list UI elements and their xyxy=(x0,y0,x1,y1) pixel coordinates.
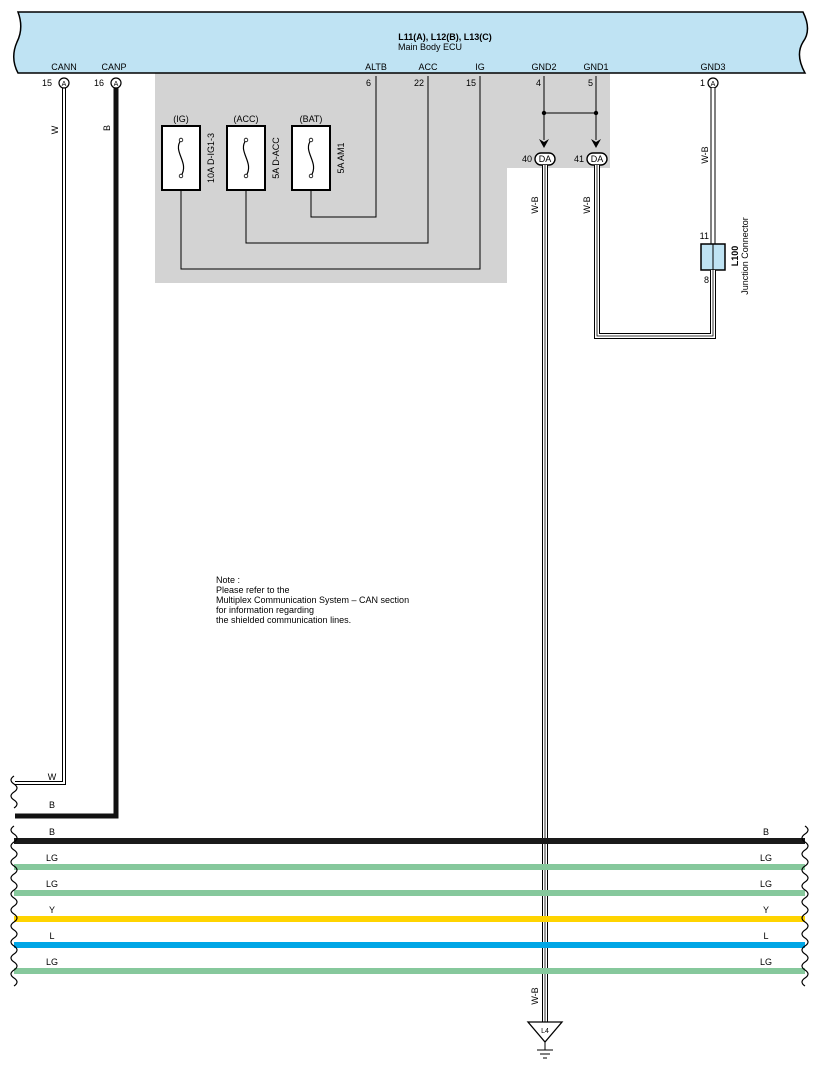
arrow-da-41 xyxy=(591,139,601,148)
left-break-marks xyxy=(10,775,18,987)
note-block: Note : Please refer to the Multiplex Com… xyxy=(216,575,409,625)
bus-wire-2-label-left: LG xyxy=(46,853,58,863)
da-connector-41: DA 41 xyxy=(574,152,608,166)
da-connector-41-label: DA xyxy=(591,154,604,164)
da-connector-40-label: DA xyxy=(539,154,552,164)
bus-wire-5-label-right: L xyxy=(763,931,768,941)
ecu-body: L11(A), L12(B), L13(C) Main Body ECU xyxy=(13,11,809,74)
fuse-acc-circuit: (ACC) xyxy=(234,114,259,124)
gnd-bridge xyxy=(543,76,597,140)
canp-wire-color-label: B xyxy=(102,125,112,131)
note-line-2: Please refer to the xyxy=(216,585,290,595)
canp-wire xyxy=(15,88,119,819)
left-wire-label-w: W xyxy=(48,772,57,782)
connector-a-cann: A xyxy=(58,77,70,89)
note-line-4: for information regarding xyxy=(216,605,314,615)
bus-wire-6-label-right: LG xyxy=(760,957,772,967)
junction-connector-l100: 11 8 L100 Junction Connector xyxy=(700,217,750,295)
bus-wire-3-label-right: LG xyxy=(760,879,772,889)
pin-number-gnd1: 5 xyxy=(588,78,593,88)
junction-id: L100 xyxy=(730,246,740,267)
da-connector-40: DA 40 xyxy=(522,152,556,166)
bus-wire-5-label-left: L xyxy=(49,931,54,941)
cann-wire-color-label: W xyxy=(50,125,60,134)
note-line-3: Multiplex Communication System – CAN sec… xyxy=(216,595,409,605)
fuse-wires xyxy=(180,76,481,270)
junction-pin-bottom: 8 xyxy=(704,275,709,285)
junction-pin-top: 11 xyxy=(700,231,709,241)
bus-wire-4-label-left: Y xyxy=(49,905,55,915)
gnd2-wire-color-label: W-B xyxy=(530,196,540,213)
ecu-pin-numbers: 15 16 6 22 15 4 5 1 xyxy=(42,78,705,88)
ecu-connectors-label: L11(A), L12(B), L13(C) xyxy=(398,32,492,42)
fuse-acc-rating: 5A D-ACC xyxy=(271,137,281,179)
bus-wires: B B LG LG LG LG Y Y L L LG LG xyxy=(14,827,805,974)
arrow-da-40 xyxy=(539,139,549,148)
gnd-bridge-junction-right xyxy=(593,110,599,116)
pin-name-cann: CANN xyxy=(51,62,77,72)
left-wire-label-b: B xyxy=(49,800,55,810)
fuse-bat: (BAT) 5A AM1 xyxy=(291,114,346,191)
connector-a-gnd3-label: A xyxy=(711,81,716,88)
bus-wire-1-label-left: B xyxy=(49,827,55,837)
note-line-1: Note : xyxy=(216,575,240,585)
right-break-marks xyxy=(801,825,809,987)
gnd1-wire xyxy=(594,165,716,339)
connector-a-canp-label: A xyxy=(114,81,119,88)
pin-name-ig: IG xyxy=(475,62,485,72)
ecu-name-label: Main Body ECU xyxy=(398,42,462,52)
pin-name-gnd1: GND1 xyxy=(583,62,608,72)
gnd-bridge-junction-left xyxy=(541,110,547,116)
bus-wire-4-label-right: Y xyxy=(763,905,769,915)
power-shade-area xyxy=(155,70,610,283)
ecu-pin-labels: CANN CANP ALTB ACC IG GND2 GND1 GND3 xyxy=(51,62,725,72)
fuse-bat-rating: 5A AM1 xyxy=(336,142,346,173)
bus-wire-6-label-left: LG xyxy=(46,957,58,967)
fuse-ig-rating: 10A D-IG1-3 xyxy=(206,133,216,183)
pin-number-gnd3: 1 xyxy=(700,78,705,88)
connector-a-canp: A xyxy=(110,77,122,89)
pin-number-ig: 15 xyxy=(466,78,476,88)
pin-number-gnd2: 4 xyxy=(536,78,541,88)
pin-number-cann: 15 xyxy=(42,78,52,88)
gnd1-wire-color-label: W-B xyxy=(582,196,592,213)
ground-wire-color-label: W-B xyxy=(530,987,540,1004)
da-connector-41-pin: 41 xyxy=(574,154,584,164)
ground-label: L4 xyxy=(541,1028,549,1035)
gnd3-wire-color-label: W-B xyxy=(700,146,710,163)
connector-a-cann-label: A xyxy=(62,81,67,88)
da-connector-40-pin: 40 xyxy=(522,154,532,164)
pin-name-gnd2: GND2 xyxy=(531,62,556,72)
fuse-bat-circuit: (BAT) xyxy=(300,114,323,124)
connector-a-gnd3: A xyxy=(707,77,719,89)
bus-wire-2-label-right: LG xyxy=(760,853,772,863)
pin-name-acc: ACC xyxy=(418,62,438,72)
bus-wire-3-label-left: LG xyxy=(46,879,58,889)
pin-number-canp: 16 xyxy=(94,78,104,88)
fuse-ig: (IG) 10A D-IG1-3 xyxy=(161,114,216,191)
fuse-acc: (ACC) 5A D-ACC xyxy=(226,114,281,191)
cann-wire xyxy=(15,88,66,785)
note-line-5: the shielded communication lines. xyxy=(216,615,351,625)
fuse-ig-circuit: (IG) xyxy=(173,114,189,124)
pin-name-gnd3: GND3 xyxy=(700,62,725,72)
junction-name: Junction Connector xyxy=(740,217,750,295)
pin-name-canp: CANP xyxy=(101,62,126,72)
pin-number-altb: 6 xyxy=(366,78,371,88)
pin-name-altb: ALTB xyxy=(365,62,387,72)
ground-symbol: L4 xyxy=(526,1021,564,1059)
bus-wire-1-label-right: B xyxy=(763,827,769,837)
pin-number-acc: 22 xyxy=(414,78,424,88)
